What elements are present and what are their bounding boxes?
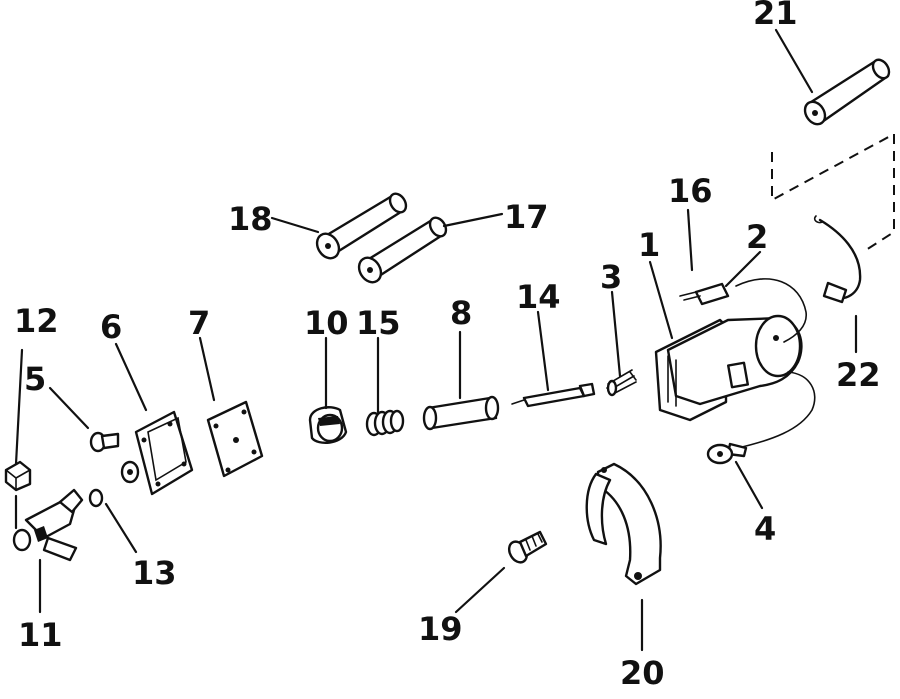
callout-16: 16 (668, 172, 713, 210)
callout-2: 2 (746, 218, 768, 256)
callout-13: 13 (132, 554, 177, 592)
cover-6-icon (120, 410, 194, 496)
callout-15: 15 (356, 304, 401, 342)
small-spring-15-icon (365, 409, 405, 437)
callout-21: 21 (753, 0, 798, 32)
screw-5-icon (89, 431, 120, 453)
plunger-8-icon (422, 395, 500, 431)
callout-5: 5 (24, 360, 46, 398)
o-ring-13-icon (88, 488, 104, 508)
solenoid-1-icon (654, 314, 803, 422)
wire-clip-22-icon (813, 215, 862, 304)
sleeve-21-icon (803, 58, 891, 126)
callout-6: 6 (100, 308, 122, 346)
callout-1: 1 (638, 226, 660, 264)
pin-14-icon (511, 382, 596, 408)
callout-18: 18 (228, 200, 273, 238)
callout-20: 20 (620, 654, 665, 692)
callout-3: 3 (600, 258, 622, 296)
callout-19: 19 (418, 610, 463, 648)
screw-19-icon (507, 530, 548, 564)
spring-3-icon (606, 369, 637, 397)
cap-nut-12-icon (4, 460, 32, 492)
dashed-connector-lines (771, 133, 895, 251)
cap-10-icon (308, 406, 348, 444)
ring-terminal-4-icon (706, 371, 816, 465)
sleeve-18-icon (315, 192, 408, 260)
callout-7: 7 (188, 304, 210, 342)
callout-14: 14 (516, 278, 561, 316)
sleeve-17-icon (357, 216, 448, 284)
fitting-11-icon (12, 488, 84, 562)
callout-11: 11 (18, 616, 63, 654)
callout-8: 8 (450, 294, 472, 332)
callout-4: 4 (754, 510, 776, 548)
callout-17: 17 (504, 198, 549, 236)
gasket-7-icon (206, 400, 264, 478)
callout-10: 10 (304, 304, 349, 342)
wire-terminal-2-icon (679, 278, 807, 343)
callout-12: 12 (14, 302, 59, 340)
callout-22: 22 (836, 356, 881, 394)
leader-lines (14, 28, 858, 652)
clamp-20-icon (585, 462, 662, 586)
